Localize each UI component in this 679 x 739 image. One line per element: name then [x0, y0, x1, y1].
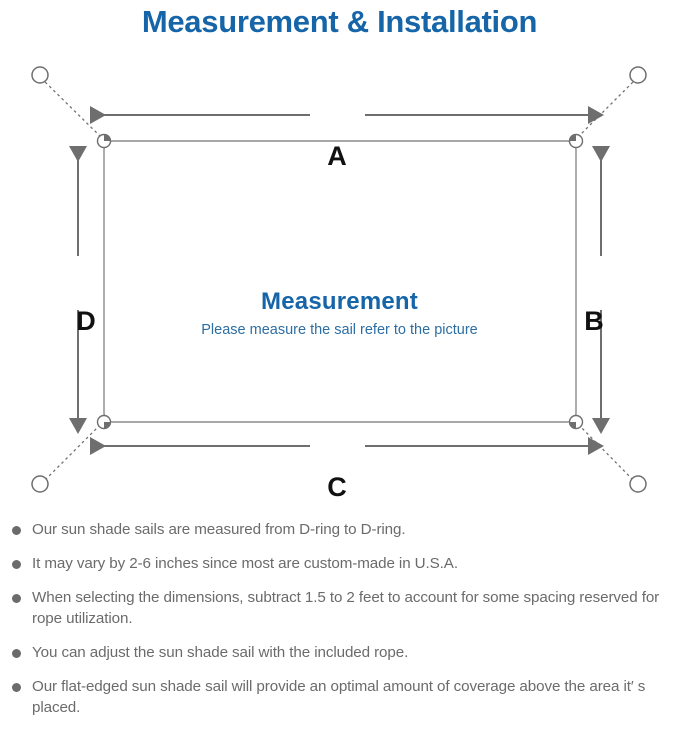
bullet-icon: [12, 594, 21, 603]
d-ring-top-right: [568, 133, 584, 149]
d-ring-bottom-left: [96, 414, 112, 430]
list-item: Our flat-edged sun shade sail will provi…: [0, 676, 679, 718]
note-text: You can adjust the sun shade sail with t…: [32, 644, 409, 661]
dimension-label-a: A: [327, 141, 347, 171]
dimension-label-b: B: [584, 306, 604, 336]
rope-line-bottom-left: [40, 421, 104, 485]
dimension-arrows: [69, 106, 610, 455]
notes-list: Our sun shade sails are measured from D-…: [0, 519, 679, 731]
rope-line-bottom-right: [575, 421, 638, 485]
bullet-icon: [12, 683, 21, 692]
list-item: When selecting the dimensions, subtract …: [0, 587, 679, 629]
anchor-point-top-right: [629, 66, 647, 84]
bullet-icon: [12, 649, 21, 658]
rope-lines: [40, 77, 638, 485]
measurement-heading: Measurement: [261, 288, 418, 315]
dimension-label-c: C: [327, 472, 347, 502]
d-ring-bottom-right: [568, 414, 584, 430]
list-item: Our sun shade sails are measured from D-…: [0, 519, 679, 540]
anchor-point-top-left: [31, 66, 49, 84]
d-rings: [96, 133, 584, 430]
measurement-subtext: Please measure the sail refer to the pic…: [201, 322, 478, 338]
bullet-icon: [12, 526, 21, 535]
anchor-points: [31, 66, 647, 493]
note-text: Our sun shade sails are measured from D-…: [32, 521, 406, 538]
page-title: Measurement & Installation: [141, 4, 538, 39]
dimension-label-d: D: [76, 306, 96, 336]
anchor-point-bottom-left: [31, 475, 49, 493]
note-text: When selecting the dimensions, subtract …: [32, 589, 660, 627]
bullet-icon: [12, 560, 21, 569]
measurement-diagram: Measurement Please measure the sail refe…: [0, 44, 679, 519]
sail-diagram-svg: [31, 66, 647, 493]
anchor-point-bottom-right: [629, 475, 647, 493]
note-text: Our flat-edged sun shade sail will provi…: [32, 678, 646, 716]
list-item: You can adjust the sun shade sail with t…: [0, 642, 679, 663]
rope-line-top-right: [575, 77, 638, 140]
rope-line-top-left: [40, 77, 104, 140]
note-text: It may vary by 2-6 inches since most are…: [32, 555, 458, 572]
list-item: It may vary by 2-6 inches since most are…: [0, 553, 679, 574]
sail-outline: [103, 140, 577, 423]
d-ring-top-left: [96, 133, 112, 149]
